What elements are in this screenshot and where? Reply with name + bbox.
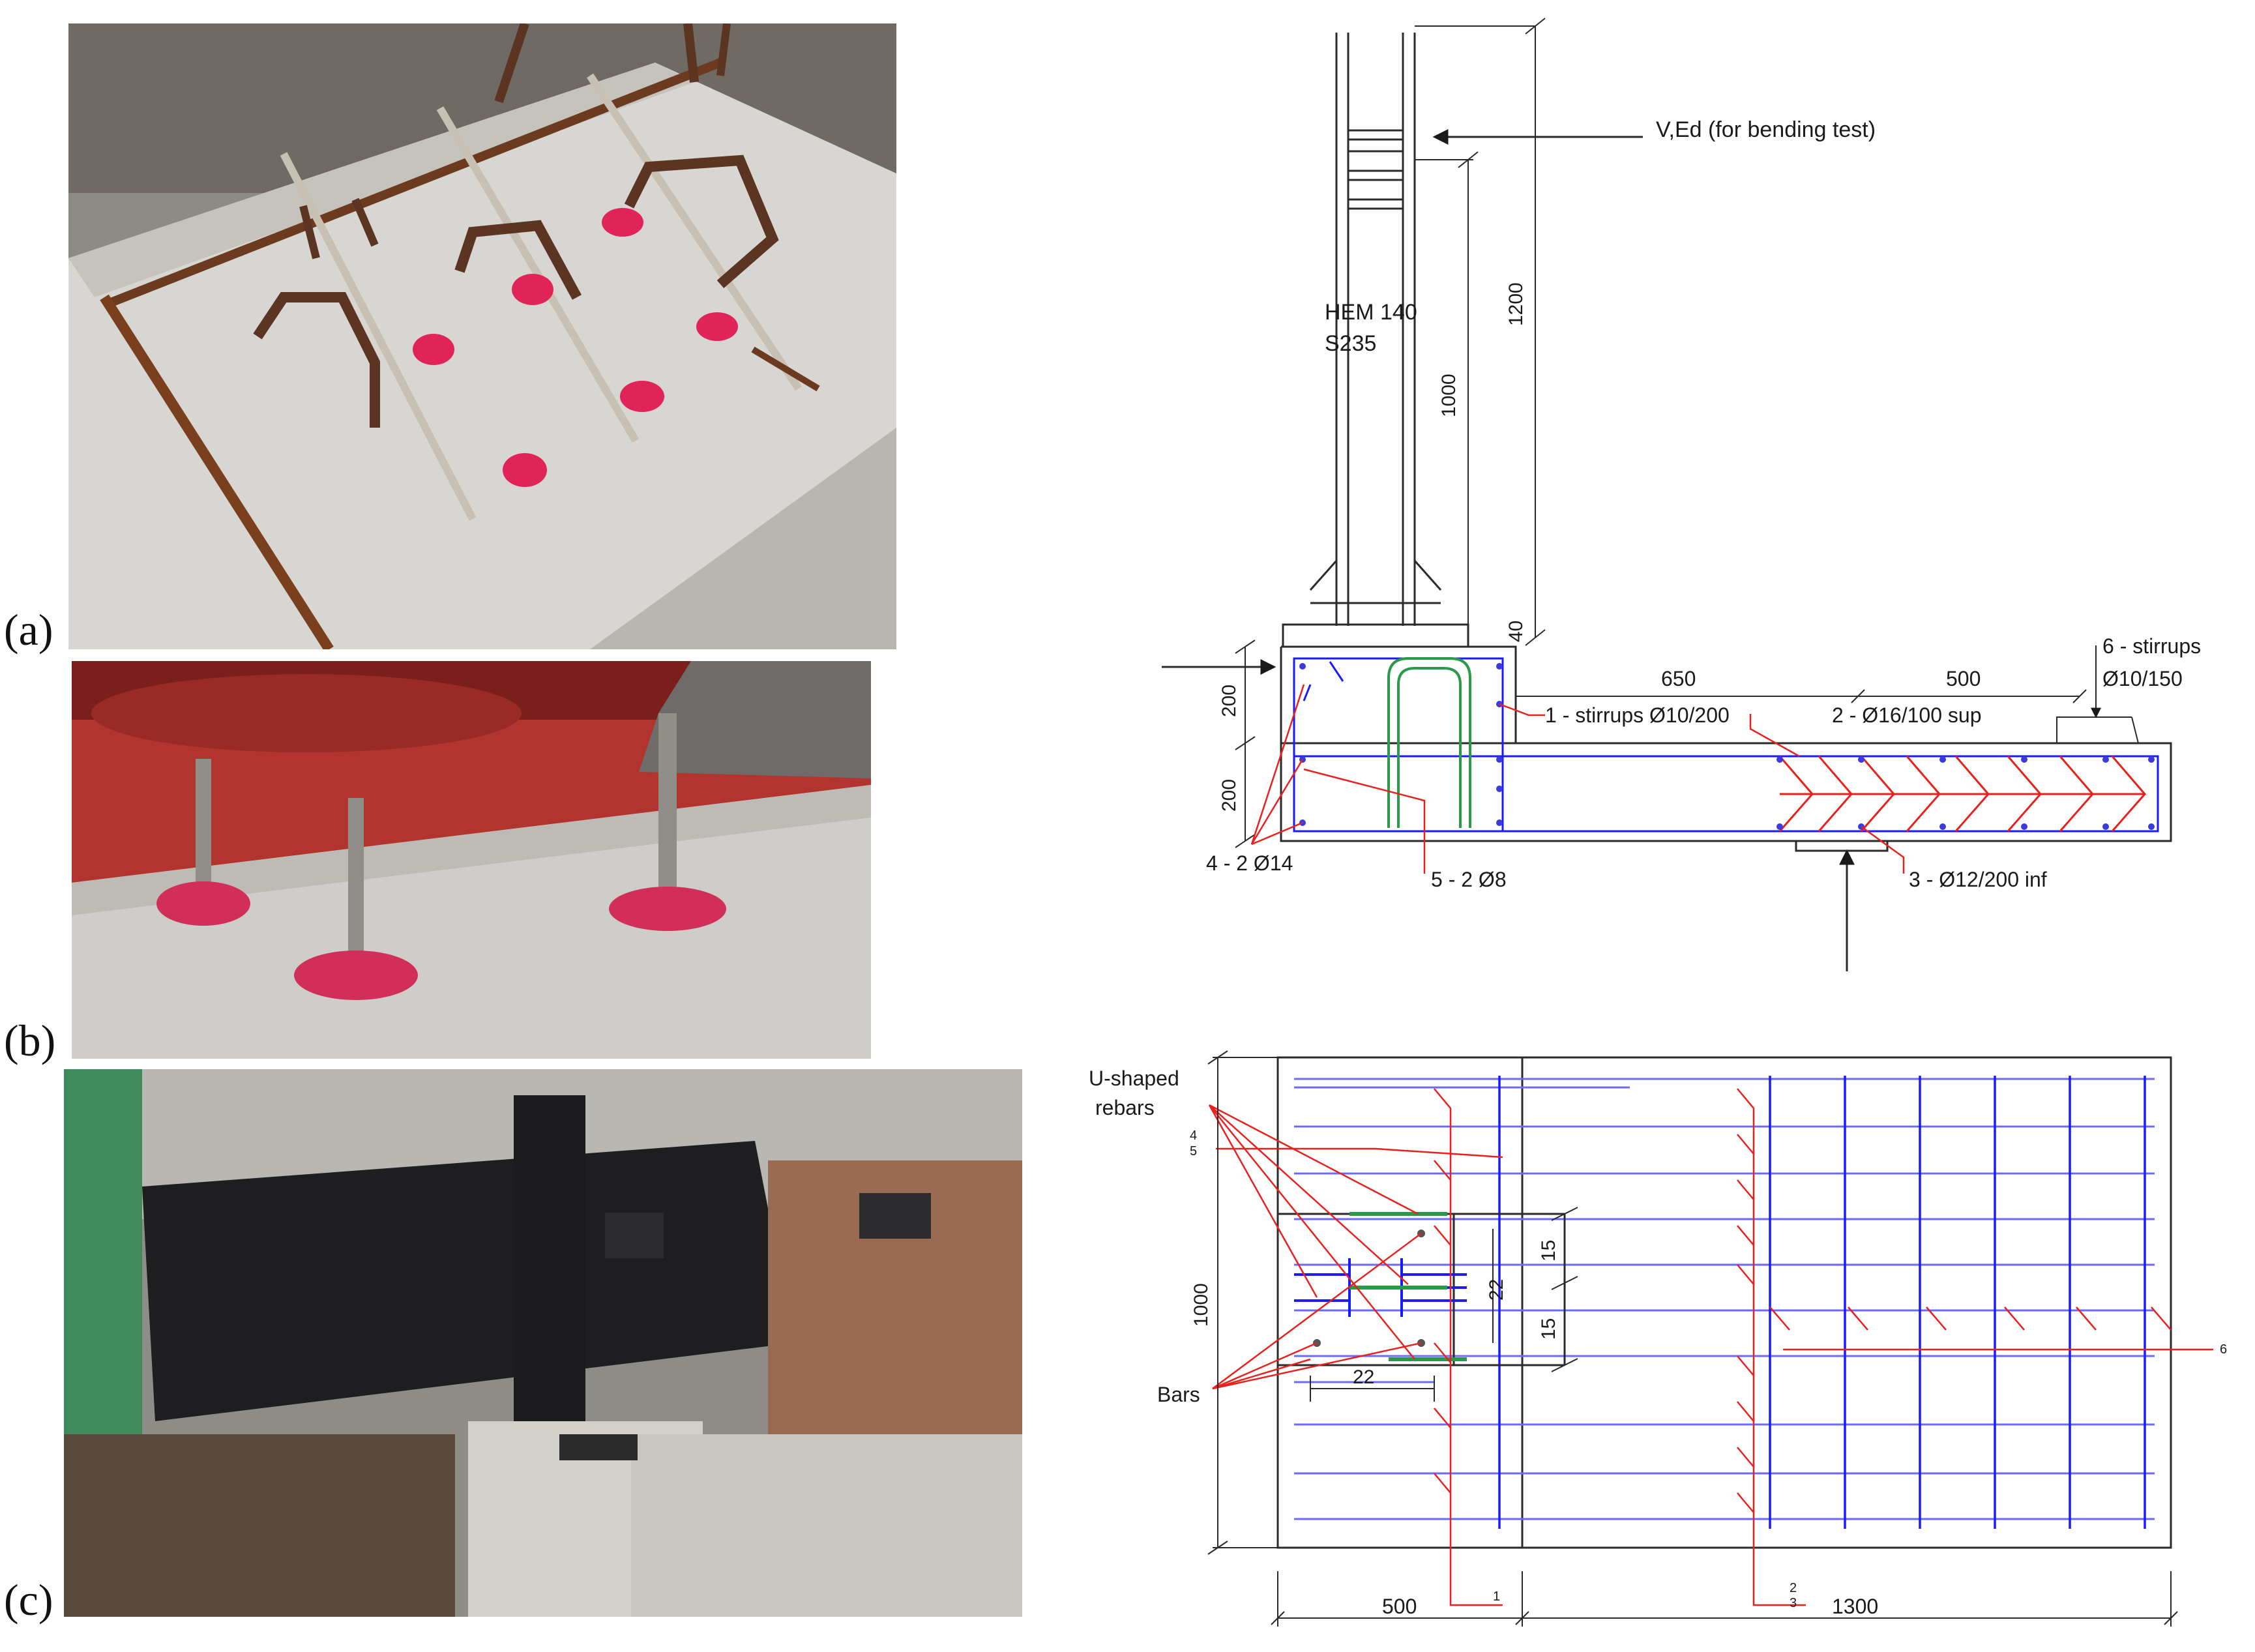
stirrups-6: [1778, 756, 2146, 832]
photo-b-image: [72, 661, 871, 1059]
callout-6-stirrups: 6 - stirrups: [2102, 634, 2201, 658]
plan-hooks-1: [1434, 1160, 1451, 1494]
bars-label: Bars: [1157, 1383, 1200, 1406]
dim-1200: 1200: [1505, 282, 1527, 326]
elevation-callouts: [1250, 684, 1905, 874]
plan-dim-1000: 1000: [1190, 1283, 1212, 1327]
plan-dim-15-top: 15: [1538, 1240, 1559, 1261]
callout-1-stirrups: 1 - stirrups Ø10/200: [1545, 703, 1730, 727]
mark-4: 4: [1190, 1128, 1197, 1143]
plan-dim-15-bottom: 15: [1538, 1318, 1559, 1340]
photo-c-image: [64, 1069, 1022, 1617]
callout-3-bottom-bars: 3 - Ø12/200 inf: [1909, 868, 2047, 891]
dim-500: 500: [1946, 667, 1981, 690]
dim-1000: 1000: [1438, 374, 1460, 417]
rebars-label: rebars: [1095, 1096, 1155, 1119]
plan-mark-2: 2: [1790, 1581, 1797, 1595]
plan-callouts: [1208, 1088, 2213, 1606]
profile-label: HEM 140: [1325, 300, 1417, 325]
panel-label-c: (c): [4, 1575, 53, 1625]
rebar-cage: [1293, 657, 2159, 833]
steel-column: [1335, 33, 1416, 626]
plan-hooks-6: [1769, 1306, 2172, 1331]
callout-4-bars: 4 - 2 Ø14: [1206, 851, 1293, 875]
plan-dim-1300: 1300: [1832, 1595, 1878, 1618]
u-bars: [1387, 657, 1471, 828]
dim-650: 650: [1661, 667, 1696, 690]
plan-dim-22-horizontal: 22: [1353, 1366, 1374, 1388]
panel-label-b: (b): [4, 1016, 56, 1065]
photo-a-image: [68, 23, 896, 649]
callout-5-bars: 5 - 2 Ø8: [1431, 868, 1507, 891]
plan-mark-1: 1: [1493, 1589, 1500, 1604]
plan-u-bars: [1349, 1212, 1467, 1361]
bar-dots: [1299, 663, 2155, 830]
base-plate: [1282, 560, 1469, 648]
plan-dim-500: 500: [1382, 1595, 1417, 1618]
elevation-dimensions: [1235, 18, 2139, 848]
callout-6-spacing: Ø10/150: [2102, 667, 2183, 690]
plan-hooks-2: [1737, 1134, 1754, 1513]
photo-c: [64, 1069, 1022, 1617]
u-shaped-label: U-shaped: [1089, 1067, 1179, 1090]
steel-grade-label: S235: [1325, 331, 1376, 356]
elevation-view: [1162, 18, 2172, 971]
photo-b: [72, 661, 871, 1059]
dim-200-top: 200: [1218, 685, 1240, 717]
load-arrows: [1162, 129, 1889, 971]
dim-200-bottom: 200: [1218, 779, 1240, 812]
plan-longitudinal-bars: [1294, 1078, 2155, 1520]
dim-40: 40: [1505, 621, 1527, 642]
callout-2-top-bars: 2 - Ø16/100 sup: [1832, 703, 1981, 727]
load-label: V,Ed (for bending test): [1656, 117, 1876, 142]
mark-5: 5: [1190, 1144, 1197, 1158]
plan-dim-22-vertical: 22: [1486, 1279, 1507, 1301]
photo-a: [68, 23, 896, 649]
plan-mark-6: 6: [2220, 1342, 2227, 1357]
plan-dimensions: [1207, 1050, 2178, 1627]
plan-mark-3: 3: [1790, 1596, 1797, 1610]
plan-transverse-bars: [1498, 1076, 2146, 1529]
panel-label-a: (a): [4, 605, 53, 655]
plan-view: [1207, 1050, 2213, 1627]
footing-outline: [1280, 645, 2172, 842]
